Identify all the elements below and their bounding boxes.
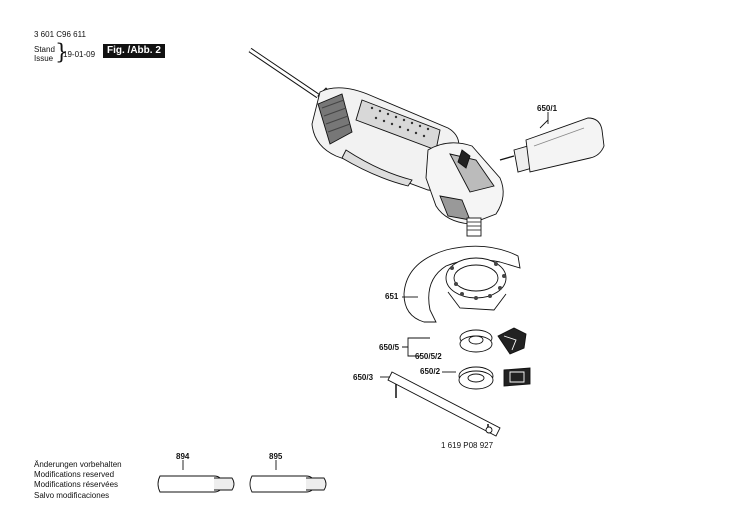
part-label-895: 895 xyxy=(269,452,283,461)
footer-line: Salvo modificaciones xyxy=(34,490,110,500)
part-label-894: 894 xyxy=(176,452,190,461)
footer-line: Modifications réservées xyxy=(34,480,119,490)
part-label-650-1: 650/1 xyxy=(537,104,558,113)
wrench-part-number: 1 619 P08 927 xyxy=(441,441,494,450)
figure-badge: Fig. /Abb. 2 xyxy=(103,44,165,58)
part-label-651: 651 xyxy=(385,292,399,301)
brace-symbol: } xyxy=(55,40,69,64)
footer-disclaimer: Änderungen vorbehalten Modifications res… xyxy=(34,460,122,501)
footer-line: Modifications reserved xyxy=(34,470,115,480)
stand-label: Stand xyxy=(34,45,55,54)
part-label-650-5: 650/5 xyxy=(379,343,400,352)
issue-label: Issue xyxy=(34,54,54,63)
part-label-650-2: 650/2 xyxy=(420,367,441,376)
footer-line: Änderungen vorbehalten xyxy=(34,460,122,469)
part-label-650-3: 650/3 xyxy=(353,373,374,382)
part-label-650-5-2: 650/5/2 xyxy=(415,352,442,361)
issue-date: 19-01-09 xyxy=(63,50,96,59)
document-number: 3 601 C96 611 xyxy=(34,30,86,39)
